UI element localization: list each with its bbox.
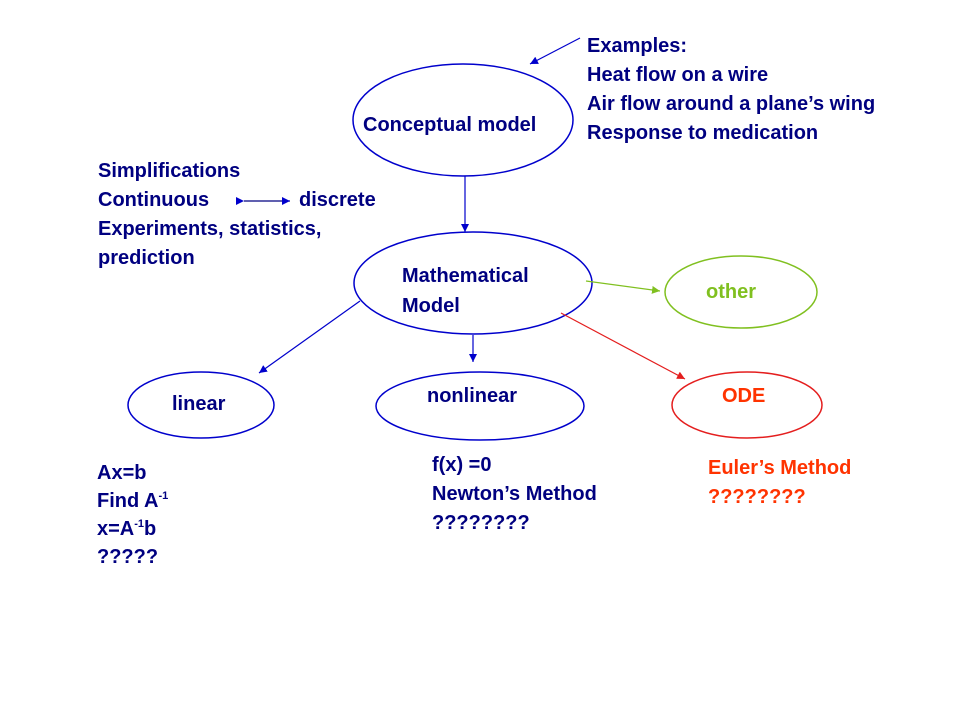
linear-equation: Ax=b xyxy=(97,462,147,484)
experiments-label: Experiments, statistics, xyxy=(98,218,322,240)
ode-label: ODE xyxy=(722,385,766,407)
conceptual-model-label: Conceptual model xyxy=(363,114,537,136)
mathematical-to-ode-arrow xyxy=(560,312,686,380)
other-ellipse xyxy=(664,255,818,329)
euler-method-label: Euler’s Method xyxy=(708,457,852,479)
newton-method-label: Newton’s Method xyxy=(432,483,597,505)
ode-unknown: ???????? xyxy=(708,486,806,508)
nonlinear-equation: f(x) =0 xyxy=(432,454,492,476)
linear-unknown: ????? xyxy=(97,546,159,568)
mathematical-to-linear-arrow xyxy=(258,300,361,374)
example-item: Heat flow on a wire xyxy=(587,64,769,86)
other-label: other xyxy=(706,281,756,303)
ode-ellipse xyxy=(671,371,823,439)
mathematical-label-line-1: Mathematical xyxy=(402,265,529,287)
mathematical-to-other-arrow xyxy=(585,280,661,294)
mathematical-model-label: Mathematical Model xyxy=(402,261,529,321)
nonlinear-unknown: ???????? xyxy=(432,512,530,534)
examples-block: Examples: Heat flow on a wire Air flow a… xyxy=(587,32,875,148)
nonlinear-label: nonlinear xyxy=(427,385,518,407)
linear-label: linear xyxy=(172,393,226,415)
solution-suffix: b xyxy=(144,518,157,540)
example-item: Air flow around a plane’s wing xyxy=(587,93,876,115)
discrete-label: discrete xyxy=(299,189,376,211)
nonlinear-notes: f(x) =0 Newton’s Method ???????? xyxy=(432,451,597,538)
linear-notes: Ax=b Find A-1 x=A-1b ????? xyxy=(97,459,168,571)
linear-ellipse xyxy=(127,371,275,439)
nonlinear-ellipse xyxy=(375,371,585,441)
mathematical-model-ellipse xyxy=(353,231,593,335)
solution-prefix: x=A xyxy=(97,518,135,540)
find-inverse-line: Find A-1 xyxy=(97,487,168,515)
examples-pointer-arrow xyxy=(529,37,581,65)
conceptual-model-ellipse xyxy=(352,63,574,177)
solution-superscript: -1 xyxy=(134,518,145,530)
examples-heading: Examples: xyxy=(587,35,688,57)
example-item: Response to medication xyxy=(587,122,819,144)
simplifications-title: Simplifications xyxy=(98,160,241,182)
prediction-label: prediction xyxy=(98,247,195,269)
continuous-label: Continuous xyxy=(98,189,210,211)
mathematical-label-line-2: Model xyxy=(402,295,460,317)
inverse-superscript: -1 xyxy=(158,490,169,502)
ode-notes: Euler’s Method ???????? xyxy=(708,454,851,512)
find-inverse-text: Find A xyxy=(97,490,159,512)
solution-line: x=A-1b xyxy=(97,515,168,543)
